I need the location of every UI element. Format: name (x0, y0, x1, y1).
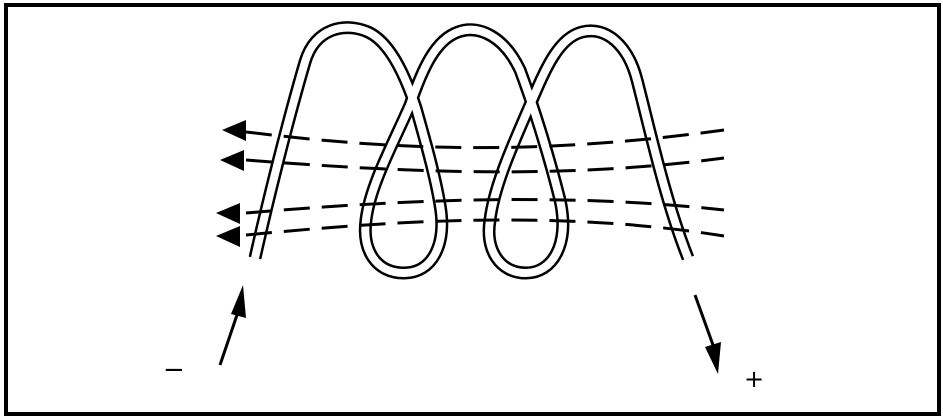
field-arrowheads (216, 120, 246, 247)
left-arrowhead-icon (216, 226, 240, 247)
current-in-arrow-icon (220, 285, 246, 365)
left-arrowhead-icon (220, 150, 244, 171)
left-arrowhead-icon (222, 120, 246, 141)
current-out-arrow-icon (695, 295, 721, 374)
left-arrowhead-icon (216, 203, 240, 224)
coil-wire-icon (255, 28, 688, 273)
positive-terminal-label: + (744, 366, 764, 392)
negative-terminal-label: − (163, 357, 185, 383)
